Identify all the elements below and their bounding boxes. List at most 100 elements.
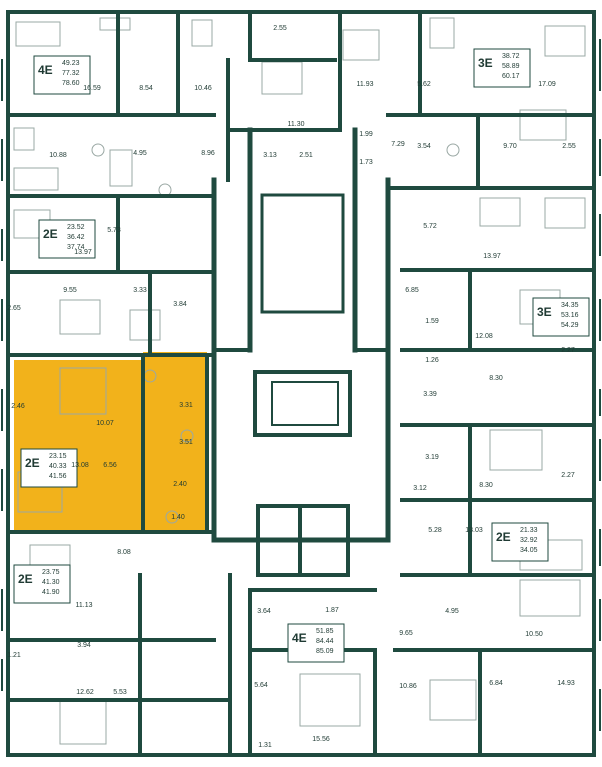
room-area-label: 7.29	[391, 141, 405, 148]
room-area-label: 8.08	[117, 549, 131, 556]
room-area-label: 2.55	[273, 25, 287, 32]
room-area-label: 2.27	[561, 472, 575, 479]
apartment-area-value: 32.92	[520, 537, 538, 544]
room-area-label: 13.97	[74, 249, 92, 256]
room-area-label: 1.73	[359, 159, 373, 166]
room-area-label: 2.46	[11, 403, 25, 410]
room-area-label: 6.84	[489, 680, 503, 687]
room-area-label: 2.55	[562, 143, 576, 150]
room-area-label: 9.55	[63, 287, 77, 294]
apartment-label-apt-2e-highlighted: 2E 23.15 40.33 41.56	[20, 448, 78, 488]
room-area-label: 13.97	[483, 253, 501, 260]
room-area-label: 10.86	[399, 683, 417, 690]
apartment-area-value: 54.29	[561, 322, 579, 329]
apartment-type: 3E	[478, 56, 493, 70]
walls	[1, 10, 601, 757]
apartment-area-value: 85.09	[316, 648, 334, 655]
room-area-label: 8.54	[139, 85, 153, 92]
room-area-label: 3.54	[417, 143, 431, 150]
room-area-label: 5.72	[423, 223, 437, 230]
room-area-label: 11.93	[357, 81, 374, 88]
room-area-label: 3.39	[423, 391, 437, 398]
room-area-label: 9.70	[503, 143, 517, 150]
room-area-label: 5.73	[107, 227, 121, 234]
apartment-label-apt-2e-left-lower: 2E 23.75 41.30 41.90	[13, 564, 71, 604]
apartment-type: 2E	[43, 227, 58, 241]
room-area-label: 17.09	[538, 81, 556, 88]
room-area-label: 4.95	[133, 150, 147, 157]
apartment-area-value: 41.30	[42, 579, 60, 586]
room-area-label: 3.51	[179, 439, 193, 446]
room-area-label: 1.26	[425, 357, 439, 364]
room-area-label: 6.56	[103, 462, 117, 469]
room-area-label: 16.59	[83, 85, 101, 92]
apartment-area-value: 58.89	[502, 63, 520, 70]
room-area-label: 15.56	[312, 736, 330, 743]
apartment-area-value: 23.52	[67, 224, 85, 231]
apartment-type: 3E	[537, 305, 552, 319]
room-area-label: 1.87	[325, 607, 339, 614]
apartment-type: 2E	[25, 456, 40, 470]
room-area-label: 5.53	[113, 689, 127, 696]
highlighted-apartment[interactable]	[14, 352, 207, 532]
room-area-label: 3.12	[413, 485, 427, 492]
apartment-area-value: 53.16	[561, 312, 579, 319]
apartment-labels: 4E 49.23 77.32 78.60 3E 38.72 58.89 60.17 2E 23.5…	[13, 48, 590, 663]
room-area-label: 11.30	[288, 121, 305, 128]
apartment-area-value: 78.60	[62, 80, 80, 87]
room-area-label: 3.19	[425, 454, 439, 461]
apartment-label-apt-2e-left-upper: 2E 23.52 36.42 37.74	[38, 219, 96, 259]
room-area-label: 10.07	[96, 420, 114, 427]
apartment-label-apt-3e-top-right: 3E 38.72 58.89 60.17	[473, 48, 531, 88]
room-area-label: 2.51	[299, 152, 313, 159]
apartment-area-value: 41.90	[42, 589, 60, 596]
apartment-area-value: 40.33	[49, 463, 67, 470]
room-area-label: 12.08	[475, 333, 493, 340]
apartment-area-value: 49.23	[62, 60, 80, 67]
apartment-area-value: 37.74	[67, 244, 85, 251]
apartment-area-value: 36.42	[67, 234, 85, 241]
room-area-label: 8.30	[479, 482, 493, 489]
apartment-type: 2E	[496, 530, 511, 544]
room-area-label: 11.13	[76, 602, 93, 609]
room-area-label: 10.50	[525, 631, 543, 638]
room-area-label: 1.21	[7, 652, 21, 659]
room-area-label: 5.64	[254, 682, 268, 689]
room-area-label: 1.31	[258, 742, 272, 749]
apartment-area-value: 41.56	[49, 473, 67, 480]
room-area-label: 1.59	[425, 318, 439, 325]
apartment-area-value: 21.33	[520, 527, 538, 534]
room-area-label: 8.30	[489, 375, 503, 382]
apartment-area-value: 34.05	[520, 547, 538, 554]
apartment-area-value: 38.72	[502, 53, 520, 60]
room-area-label: 1.40	[171, 514, 185, 521]
apartment-area-value: 84.44	[316, 638, 334, 645]
apartment-label-apt-2e-right-lower: 2E 21.33 32.92 34.05	[491, 522, 549, 562]
apartment-area-value: 77.32	[62, 70, 80, 77]
room-area-label: 5.28	[428, 527, 442, 534]
room-area-label: 14.93	[557, 680, 575, 687]
apartment-area-value: 23.15	[49, 453, 67, 460]
room-area-label: 3.33	[133, 287, 147, 294]
room-area-label: 4.95	[445, 608, 459, 615]
apartment-area-value: 60.17	[502, 73, 520, 80]
apartment-type: 4E	[292, 631, 307, 645]
room-area-label: 9.65	[399, 630, 413, 637]
apartment-area-value: 34.35	[561, 302, 579, 309]
room-area-label: 8.96	[201, 150, 215, 157]
apartment-area-value: 23.75	[42, 569, 60, 576]
room-area-label: 13.03	[465, 527, 483, 534]
room-area-label: 3.94	[77, 642, 91, 649]
room-area-label: 3.64	[257, 608, 271, 615]
room-area-label: 10.88	[49, 152, 67, 159]
room-area-label: 3.84	[173, 301, 187, 308]
room-area-label: 12.62	[76, 689, 94, 696]
room-area-label: 3.31	[179, 402, 193, 409]
apartment-type: 2E	[18, 572, 33, 586]
room-area-label: 1.99	[359, 131, 373, 138]
room-area-label: 13.08	[71, 462, 89, 469]
